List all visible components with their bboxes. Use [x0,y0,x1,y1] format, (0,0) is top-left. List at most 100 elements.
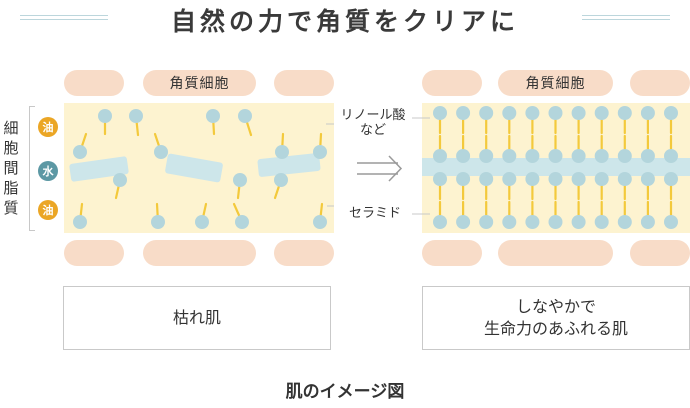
ceramide-callout: セラミド [348,206,401,221]
lipid-healthy-row2-3-head [479,149,494,163]
lipid-healthy-row4-4-head [502,215,517,229]
lipid-healthy-row1-1-head [433,106,447,120]
lipid-healthy-row1-9-head [617,106,632,120]
lipid-healthy-row2-2-head [456,149,471,163]
lipid-healthy-row4-10-head [640,215,655,229]
lipid-healthy-row4-5-head [525,215,540,229]
healthy-skin-label-line1: しなやかで [515,297,596,316]
lipid-healthy-row2-1-head [433,149,447,163]
lipid-healthy-row4-2-head [456,215,471,229]
corneocyte-right-bottom-1 [422,240,482,266]
corneocyte-left-top-3 [274,70,334,96]
lipid-healthy-row3-11-head [664,172,678,186]
water-fragment-left-3 [257,153,321,177]
lipid-dry-11-head [274,173,288,187]
lipid-healthy-row3-2-head [456,172,471,186]
title-decoration-left [20,15,108,16]
lipid-healthy-row2-6-head [548,149,563,163]
lipid-healthy-row1-3-head [479,106,494,120]
lipid-healthy-row2-5-head [525,149,540,163]
water-fragment-left-1 [69,156,129,182]
side-bracket [29,106,30,230]
lipid-dry-13-head [151,215,165,229]
dry-skin-label: 枯れ肌 [172,308,221,327]
title-decoration-right [582,15,670,16]
lipid-healthy-row3-1-head [433,172,447,186]
lipid-dry-6-head [154,145,168,159]
linoleic-acid-callout: リノール酸 など [336,108,410,138]
lipid-healthy-row3-7-head [571,172,586,186]
lipid-healthy-row4-7-head [571,215,586,229]
lipid-dry-12-head [73,215,87,229]
linoleic-acid-etc: など [359,123,386,138]
healthy-skin-label-line2: 生命力のあふれる肌 [483,319,628,338]
lipid-healthy-row4-3-head [479,215,494,229]
corneocyte-right-top-1 [422,70,482,96]
corneocyte-label-left: 角質細胞 [169,76,230,92]
lipid-healthy-row1-6-head [548,106,563,120]
water-badge: 水 [38,161,58,181]
lipid-healthy-row2-11-head [664,149,678,163]
lipid-healthy-row3-10-head [640,172,655,186]
intercellular-lipid-label: 細胞間脂質 [3,119,19,217]
lipid-healthy-row1-2-head [456,106,471,120]
lipid-healthy-row1-10-head [640,106,655,120]
corneocyte-right-bottom-2 [498,240,613,266]
title-decoration-right-2 [582,19,670,20]
figure-caption: 肌のイメージ図 [285,382,405,402]
lipid-healthy-row4-8-head [594,215,609,229]
healthy-skin-box: しなやかで 生命力のあふれる肌 [422,286,690,350]
lipid-healthy-row2-7-head [571,149,586,163]
oil-badge-bottom: 油 [38,200,58,220]
lipid-dry-7-head [275,145,289,159]
corneocyte-right-top-2: 角質細胞 [498,70,613,96]
lipid-dry-1-head [98,109,112,123]
corneocyte-left-bottom-3 [274,240,334,266]
lipid-healthy-row4-1-head [433,215,447,229]
lipid-healthy-row1-5-head [525,106,540,120]
side-bracket-bottom [29,230,35,231]
corneocyte-right-bottom-3 [630,240,690,266]
lipid-dry-16-head [313,215,327,229]
lipid-dry-9-head [113,173,127,187]
lipid-healthy-row1-11-head [664,106,678,120]
lipid-healthy-row2-4-head [502,149,517,163]
lipid-healthy-row3-5-head [525,172,540,186]
lipid-healthy-row3-6-head [548,172,563,186]
diagram-title: 自然の力で角質をクリアに [170,7,519,36]
corneocyte-left-bottom-1 [64,240,124,266]
lipid-dry-2-head [129,109,143,123]
lipid-healthy-row3-8-head [594,172,609,186]
lipid-dry-14-head [195,215,209,229]
oil-badge-top: 油 [38,117,58,137]
lipid-healthy-row4-6-head [548,215,563,229]
lipid-healthy-row1-7-head [571,106,586,120]
corneocyte-label-right: 角質細胞 [525,76,586,92]
lipid-healthy-row2-8-head [594,149,609,163]
lipid-dry-3-head [206,109,220,123]
corneocyte-left-top-2: 角質細胞 [143,70,256,96]
lipid-healthy-row3-3-head [479,172,494,186]
lipid-healthy-row1-4-head [502,106,517,120]
lipid-healthy-row3-4-head [502,172,517,186]
lipid-healthy-row3-9-head [617,172,632,186]
lipid-dry-15-head [235,215,249,229]
lipid-healthy-row4-9-head [617,215,632,229]
lipid-healthy-row1-8-head [594,106,609,120]
corneocyte-right-top-3 [630,70,690,96]
lipid-healthy-row2-10-head [640,149,655,163]
corneocyte-left-top-1 [64,70,124,96]
lipid-dry-10-head [233,173,247,187]
dry-skin-box: 枯れ肌 [63,286,331,350]
side-bracket-top [29,106,35,107]
lipid-healthy-row2-9-head [617,149,632,163]
lipid-dry-5-head [73,145,87,159]
lipid-healthy-row4-11-head [664,215,678,229]
lipid-dry-8-head [313,145,327,159]
title-decoration-left-2 [20,19,108,20]
water-fragment-left-2 [165,153,223,183]
lipid-dry-4-head [238,109,252,123]
corneocyte-left-bottom-2 [143,240,256,266]
